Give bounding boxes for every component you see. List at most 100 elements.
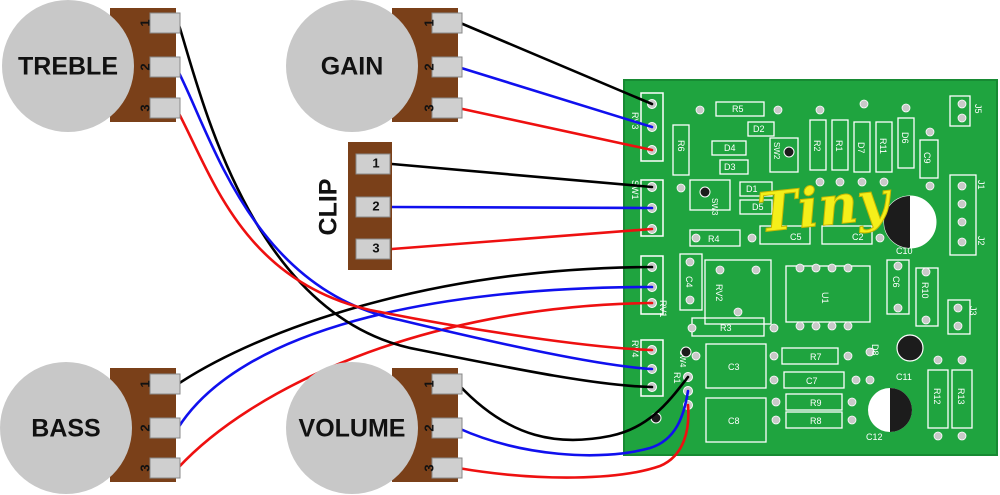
silk-c7: C7 [806, 376, 818, 386]
silk-d6: D6 [900, 132, 910, 144]
silk-j1: J1 [976, 180, 986, 190]
silk-r12: R12 [932, 388, 942, 405]
cap-c11 [896, 334, 924, 362]
silk-j5: J5 [973, 104, 983, 114]
silk-r7: R7 [810, 352, 822, 362]
silk-d4: D4 [724, 143, 736, 153]
silk-r3: R3 [720, 323, 732, 333]
pot-volume-label: VOLUME [299, 415, 406, 443]
cap-c10 [883, 195, 937, 249]
pot-bass: 1 2 3 BASS [0, 362, 181, 494]
c9-outline [919, 139, 939, 179]
pot-bass-label: BASS [31, 415, 100, 443]
pot-volume-pin-2: 2 [421, 424, 436, 431]
wire-bass-2-blue [176, 285, 654, 430]
pot-treble-body [2, 0, 134, 132]
c5-outline [759, 225, 811, 245]
silk-sw1: SW1 [630, 180, 640, 200]
pot-treble-pin-1: 1 [137, 19, 152, 26]
pot-bass-body [0, 362, 132, 494]
pot-treble-pin-2: 2 [137, 63, 152, 70]
c7-outline [783, 371, 845, 389]
pot-treble-lugs [149, 12, 181, 119]
silk-c6: C6 [891, 276, 901, 288]
sw3-outline [689, 179, 731, 211]
silk-r2: R2 [812, 140, 822, 152]
c3-outline [705, 343, 767, 389]
silk-d1: D1 [746, 184, 758, 194]
d2-outline [747, 121, 775, 137]
d4-outline [711, 140, 747, 156]
clip-switch-label: CLIP [315, 179, 343, 236]
pot-bass-pin-1: 1 [137, 380, 152, 387]
silk-r8: R8 [810, 416, 822, 426]
wire-volume-2-blue [456, 389, 690, 457]
pot-treble: 1 2 3 TREBLE [2, 0, 181, 132]
wire-clip-3-red [390, 227, 654, 251]
clip-switch: 1 2 3 CLIP [315, 142, 392, 270]
header-rv1 [640, 255, 664, 315]
r9-outline [785, 393, 843, 411]
silk-c4: C4 [684, 276, 694, 288]
switch-pads [650, 146, 795, 424]
wire-clip-2-blue [390, 205, 654, 210]
pot-gain-label: GAIN [321, 53, 384, 81]
silk-c8: C8 [728, 416, 740, 426]
silk-c11: C11 [896, 372, 912, 382]
r8-outline [785, 411, 843, 429]
c6-outline [886, 259, 910, 315]
wire-treble-3-red [174, 106, 654, 352]
silk-c2: C2 [852, 232, 864, 242]
wire-treble-1-black [176, 20, 654, 389]
silk-r1: R1 [834, 140, 844, 152]
rv2-outline [704, 259, 772, 325]
silk-r9: R9 [810, 398, 822, 408]
silk-r13: R13 [956, 388, 966, 405]
d6-outline [897, 117, 915, 169]
silk-r1b: R1 [672, 372, 682, 384]
wires [174, 20, 690, 479]
pot-gain-lugs [431, 12, 463, 119]
silk-c12: C12 [866, 432, 883, 442]
clip-switch-pin-1: 1 [372, 155, 379, 170]
pot-volume-pin-3: 3 [421, 464, 436, 471]
wire-volume-3-red [456, 403, 690, 479]
c2-outline [821, 225, 873, 245]
r2-outline [809, 119, 827, 171]
wire-bass-1-black [176, 265, 654, 386]
wire-gain-3-red [456, 106, 654, 152]
silk-rv2: RV2 [714, 284, 724, 301]
silk-d8: D8 [870, 344, 880, 356]
r13-outline [951, 369, 973, 429]
wire-bass-3-red [176, 301, 654, 470]
c8-outline [705, 397, 767, 443]
silk-sw3: SW3 [710, 198, 719, 216]
wire-gain-1-black [456, 20, 654, 106]
clip-switch-pin-3: 3 [372, 240, 379, 255]
pot-gain-pin-1: 1 [421, 19, 436, 26]
sw2-outline [769, 137, 799, 173]
j1j3j2-outline [949, 174, 977, 256]
d1-outline [739, 181, 773, 197]
pot-gain-pin-3: 3 [421, 104, 436, 111]
pot-gain: 1 2 3 GAIN [286, 0, 463, 132]
d5-outline [739, 199, 773, 215]
silk-c3: C3 [728, 362, 740, 372]
pot-treble-label: TREBLE [18, 53, 118, 81]
wire-gain-2-blue [456, 65, 654, 129]
silk-r4: R4 [708, 234, 720, 244]
c4-outline [679, 253, 703, 311]
d7-outline [853, 121, 871, 173]
board-logo: Tiny [755, 167, 896, 245]
header-rv3 [640, 92, 664, 162]
r11-outline [875, 121, 893, 173]
pot-gain-body [286, 0, 418, 132]
r7-outline [781, 347, 839, 365]
j5-outline [949, 95, 971, 127]
component-pads [676, 99, 967, 441]
silk-u1: U1 [820, 292, 830, 304]
silk-r11: R11 [878, 138, 888, 154]
silk-c10: C10 [896, 246, 913, 256]
silk-d3: D3 [724, 162, 736, 172]
